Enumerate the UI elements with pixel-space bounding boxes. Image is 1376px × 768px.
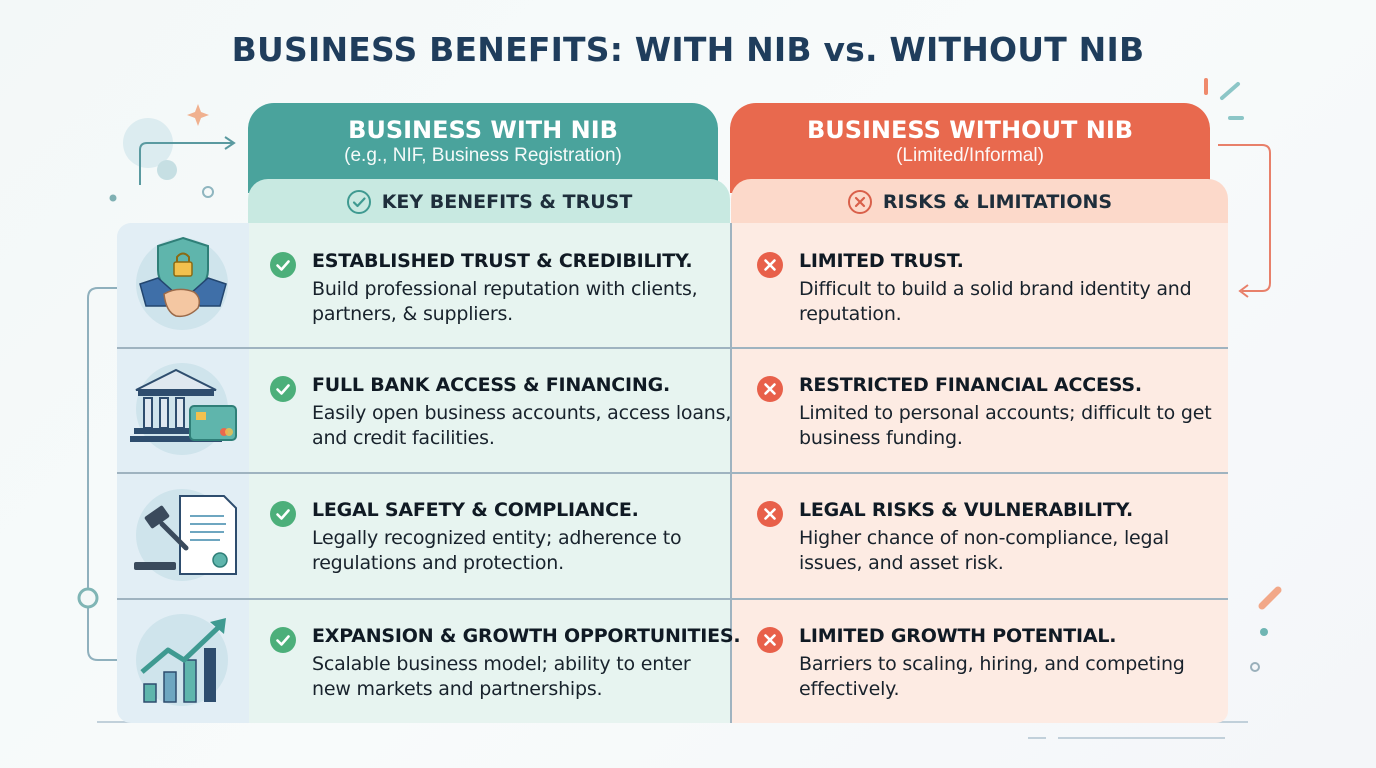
risk-row-2: RESTRICTED FINANCIAL ACCESS. Limited to … bbox=[757, 374, 1212, 454]
x-circle-icon bbox=[757, 501, 783, 527]
risk-description: Higher chance of non-compliance, legal i… bbox=[799, 527, 1169, 574]
benefit-description: Easily open business accounts, access lo… bbox=[312, 402, 732, 449]
check-circle-icon bbox=[346, 190, 371, 214]
benefit-row-2: FULL BANK ACCESS & FINANCING. Easily ope… bbox=[270, 374, 731, 454]
bank-card-icon bbox=[130, 368, 237, 442]
benefit-row-1: ESTABLISHED TRUST & CREDIBILITY. Build p… bbox=[270, 250, 710, 330]
risk-title: LIMITED GROWTH POTENTIAL. bbox=[799, 625, 1117, 647]
benefits-section-label: KEY BENEFITS & TRUST bbox=[381, 191, 633, 213]
without-nib-subheading: (Limited/Informal) bbox=[896, 145, 1044, 166]
x-circle-icon bbox=[757, 376, 783, 402]
row-divider bbox=[117, 347, 1228, 349]
benefit-description: Scalable business model; ability to ente… bbox=[312, 653, 691, 700]
check-circle-icon bbox=[270, 252, 296, 278]
risk-description: Limited to personal accounts; difficult … bbox=[799, 402, 1212, 449]
row-divider bbox=[117, 598, 1228, 600]
benefit-title: ESTABLISHED TRUST & CREDIBILITY. bbox=[312, 250, 693, 272]
risks-section-label: RISKS & LIMITATIONS bbox=[882, 191, 1113, 213]
x-circle-icon bbox=[757, 252, 783, 278]
benefit-description: Build professional reputation with clien… bbox=[312, 278, 698, 325]
without-nib-heading: BUSINESS WITHOUT NIB bbox=[806, 116, 1134, 144]
risk-row-3: LEGAL RISKS & VULNERABILITY. Higher chan… bbox=[757, 499, 1197, 579]
row-divider bbox=[117, 472, 1228, 474]
risk-description: Barriers to scaling, hiring, and competi… bbox=[799, 653, 1185, 700]
growth-chart-icon bbox=[140, 618, 226, 703]
benefit-title: FULL BANK ACCESS & FINANCING. bbox=[312, 374, 671, 396]
x-circle-icon bbox=[847, 190, 872, 214]
risks-section-header: RISKS & LIMITATIONS bbox=[731, 179, 1228, 225]
with-nib-heading: BUSINESS WITH NIB bbox=[348, 116, 618, 144]
risk-description: Difficult to build a solid brand identit… bbox=[799, 278, 1192, 325]
check-circle-icon bbox=[270, 501, 296, 527]
with-nib-header: BUSINESS WITH NIB (e.g., NIF, Business R… bbox=[248, 103, 718, 193]
check-circle-icon bbox=[270, 376, 296, 402]
without-nib-header: BUSINESS WITHOUT NIB (Limited/Informal) bbox=[730, 103, 1210, 193]
risk-title: LIMITED TRUST. bbox=[799, 250, 964, 272]
benefit-row-4: EXPANSION & GROWTH OPPORTUNITIES. Scalab… bbox=[270, 625, 741, 705]
benefit-title: LEGAL SAFETY & COMPLIANCE. bbox=[312, 499, 639, 521]
benefits-section-header: KEY BENEFITS & TRUST bbox=[248, 179, 730, 225]
with-nib-subheading: (e.g., NIF, Business Registration) bbox=[344, 145, 622, 166]
risk-row-1: LIMITED TRUST. Difficult to build a soli… bbox=[757, 250, 1197, 330]
gavel-document-icon bbox=[134, 495, 237, 575]
benefit-title: EXPANSION & GROWTH OPPORTUNITIES. bbox=[312, 625, 741, 647]
risk-title: RESTRICTED FINANCIAL ACCESS. bbox=[799, 374, 1142, 396]
risk-row-4: LIMITED GROWTH POTENTIAL. Barriers to sc… bbox=[757, 625, 1197, 705]
page-title: BUSINESS BENEFITS: WITH NIB vs. WITHOUT … bbox=[231, 30, 1145, 69]
check-circle-icon bbox=[270, 627, 296, 653]
benefit-description: Legally recognized entity; adherence to … bbox=[312, 527, 682, 574]
benefit-row-3: LEGAL SAFETY & COMPLIANCE. Legally recog… bbox=[270, 499, 710, 579]
x-circle-icon bbox=[757, 627, 783, 653]
handshake-shield-icon bbox=[139, 236, 227, 318]
risk-title: LEGAL RISKS & VULNERABILITY. bbox=[799, 499, 1134, 521]
